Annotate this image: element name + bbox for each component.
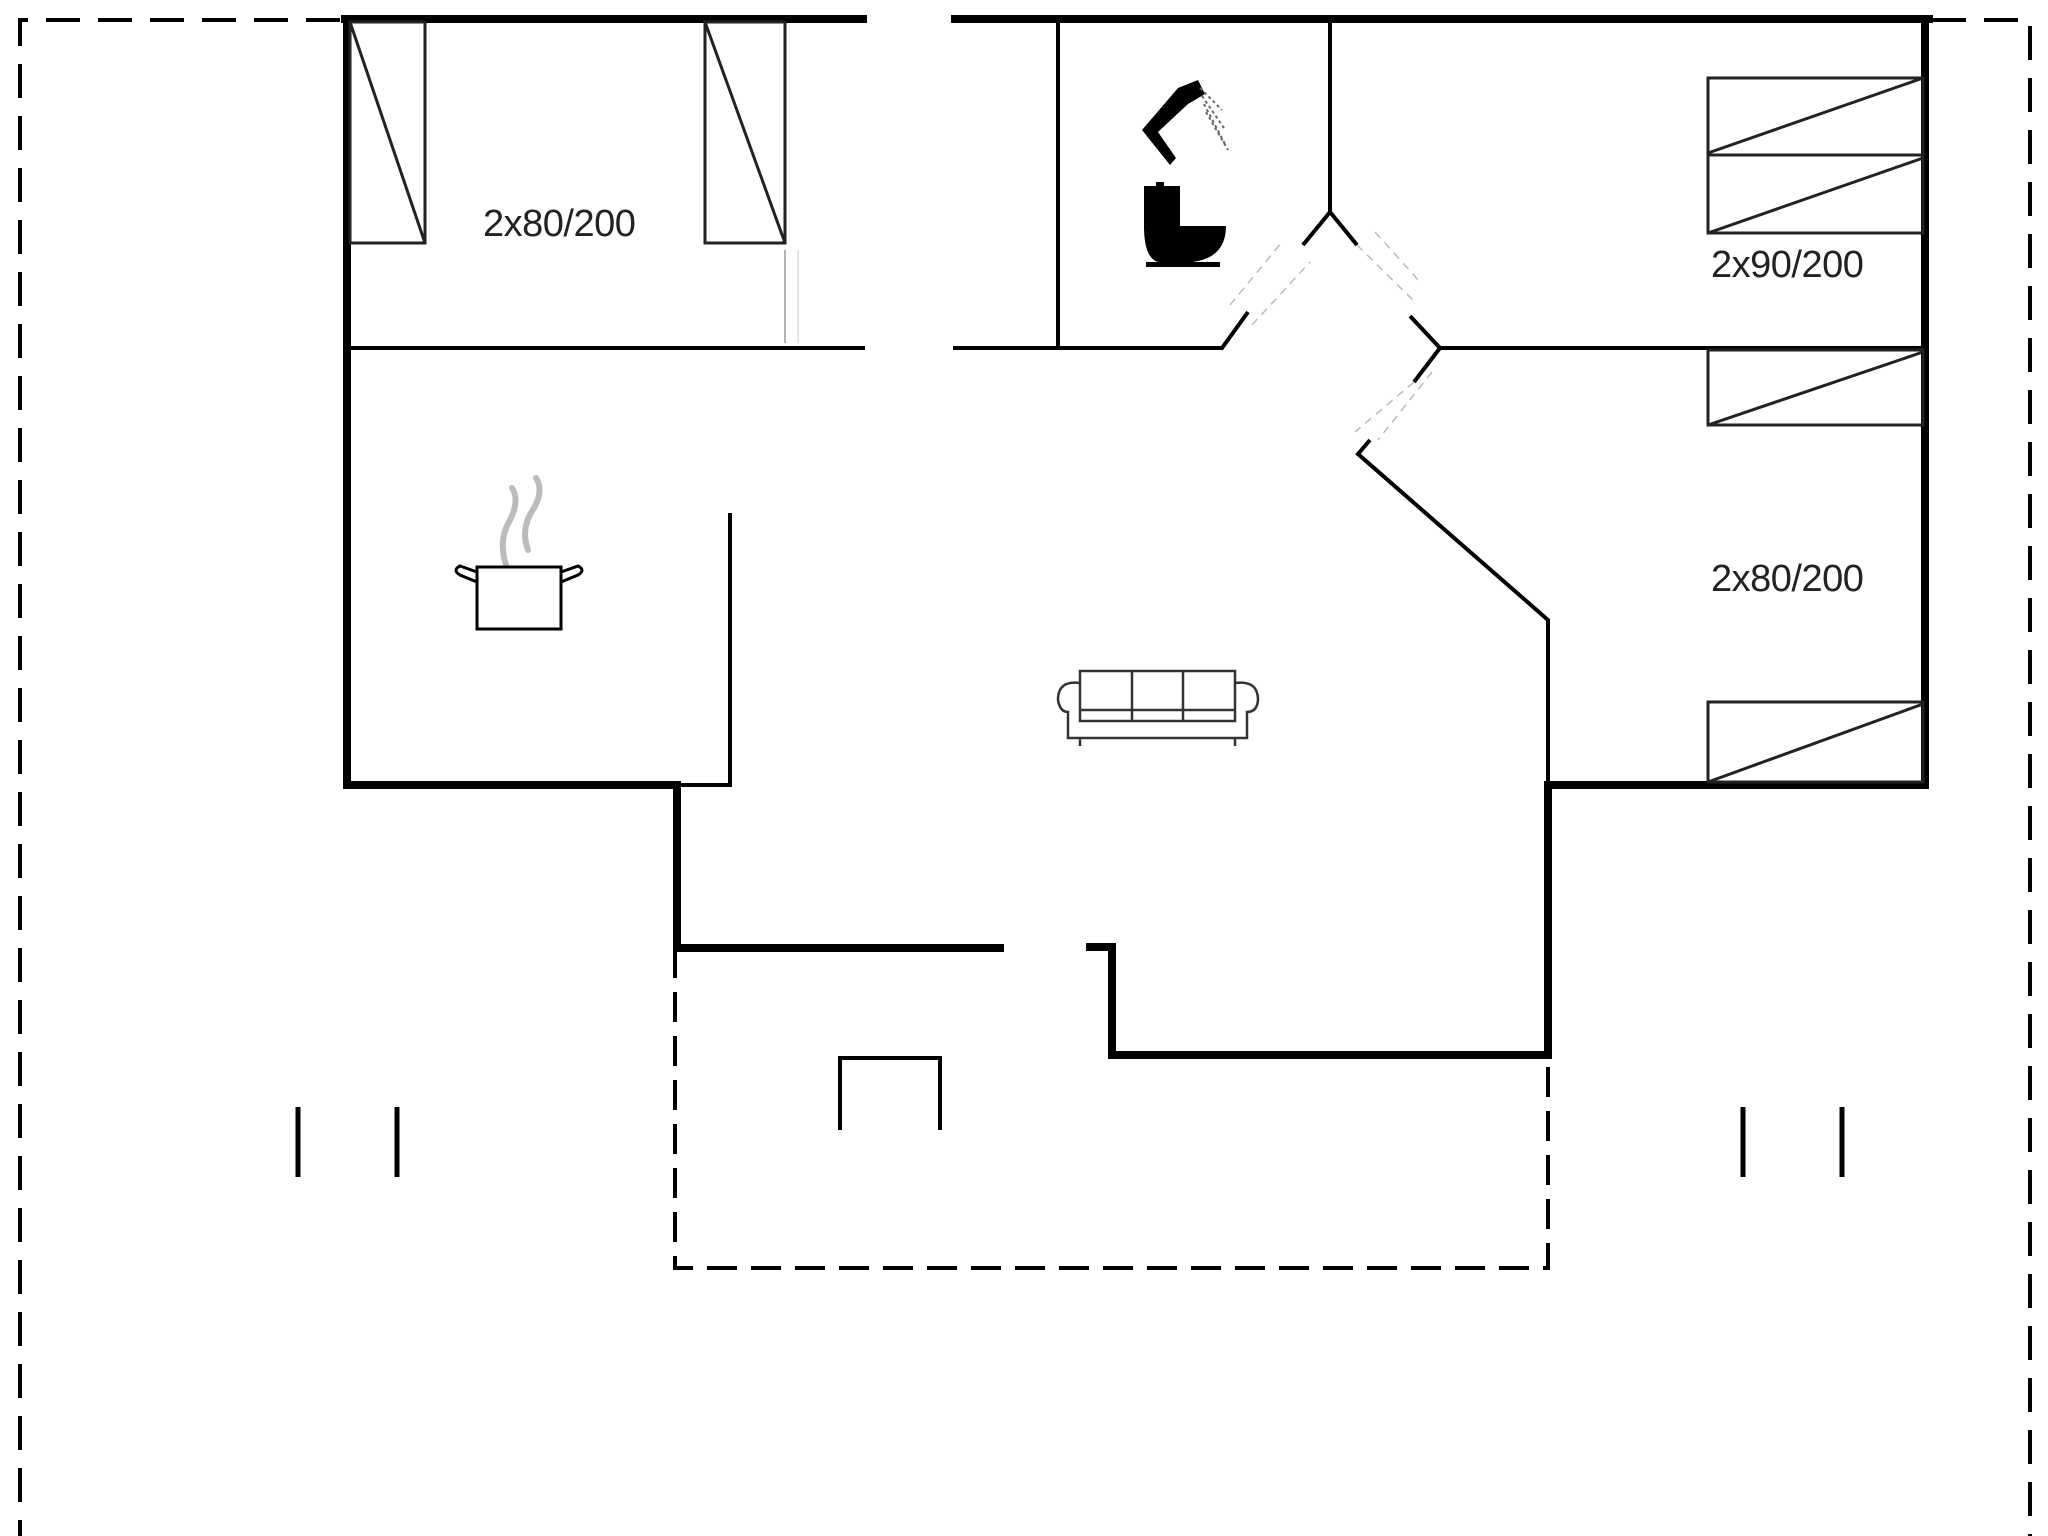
exterior-marks <box>295 1107 1845 1177</box>
cooking-pot-icon <box>454 475 584 631</box>
bed-icon <box>1706 348 1925 427</box>
bed-icon <box>1706 76 1925 235</box>
interior-walls <box>347 19 1925 787</box>
bed-icon <box>703 20 787 245</box>
bed-size-label-top-right: 2x90/200 <box>1711 244 1864 286</box>
bed-icon <box>1706 700 1925 784</box>
sofa-icon <box>1056 669 1260 746</box>
plot-boundary <box>18 18 2032 1536</box>
terrace-outline <box>673 948 1550 1270</box>
door-openings <box>1229 231 1433 441</box>
toilet-icon <box>1144 182 1226 267</box>
table-icon <box>838 1056 942 1130</box>
exterior-walls <box>341 15 1933 1059</box>
bed-size-label-top-left: 2x80/200 <box>483 203 636 245</box>
shower-icon <box>1142 80 1229 165</box>
bed-icon <box>348 20 427 245</box>
bed-size-label-right: 2x80/200 <box>1711 558 1864 600</box>
